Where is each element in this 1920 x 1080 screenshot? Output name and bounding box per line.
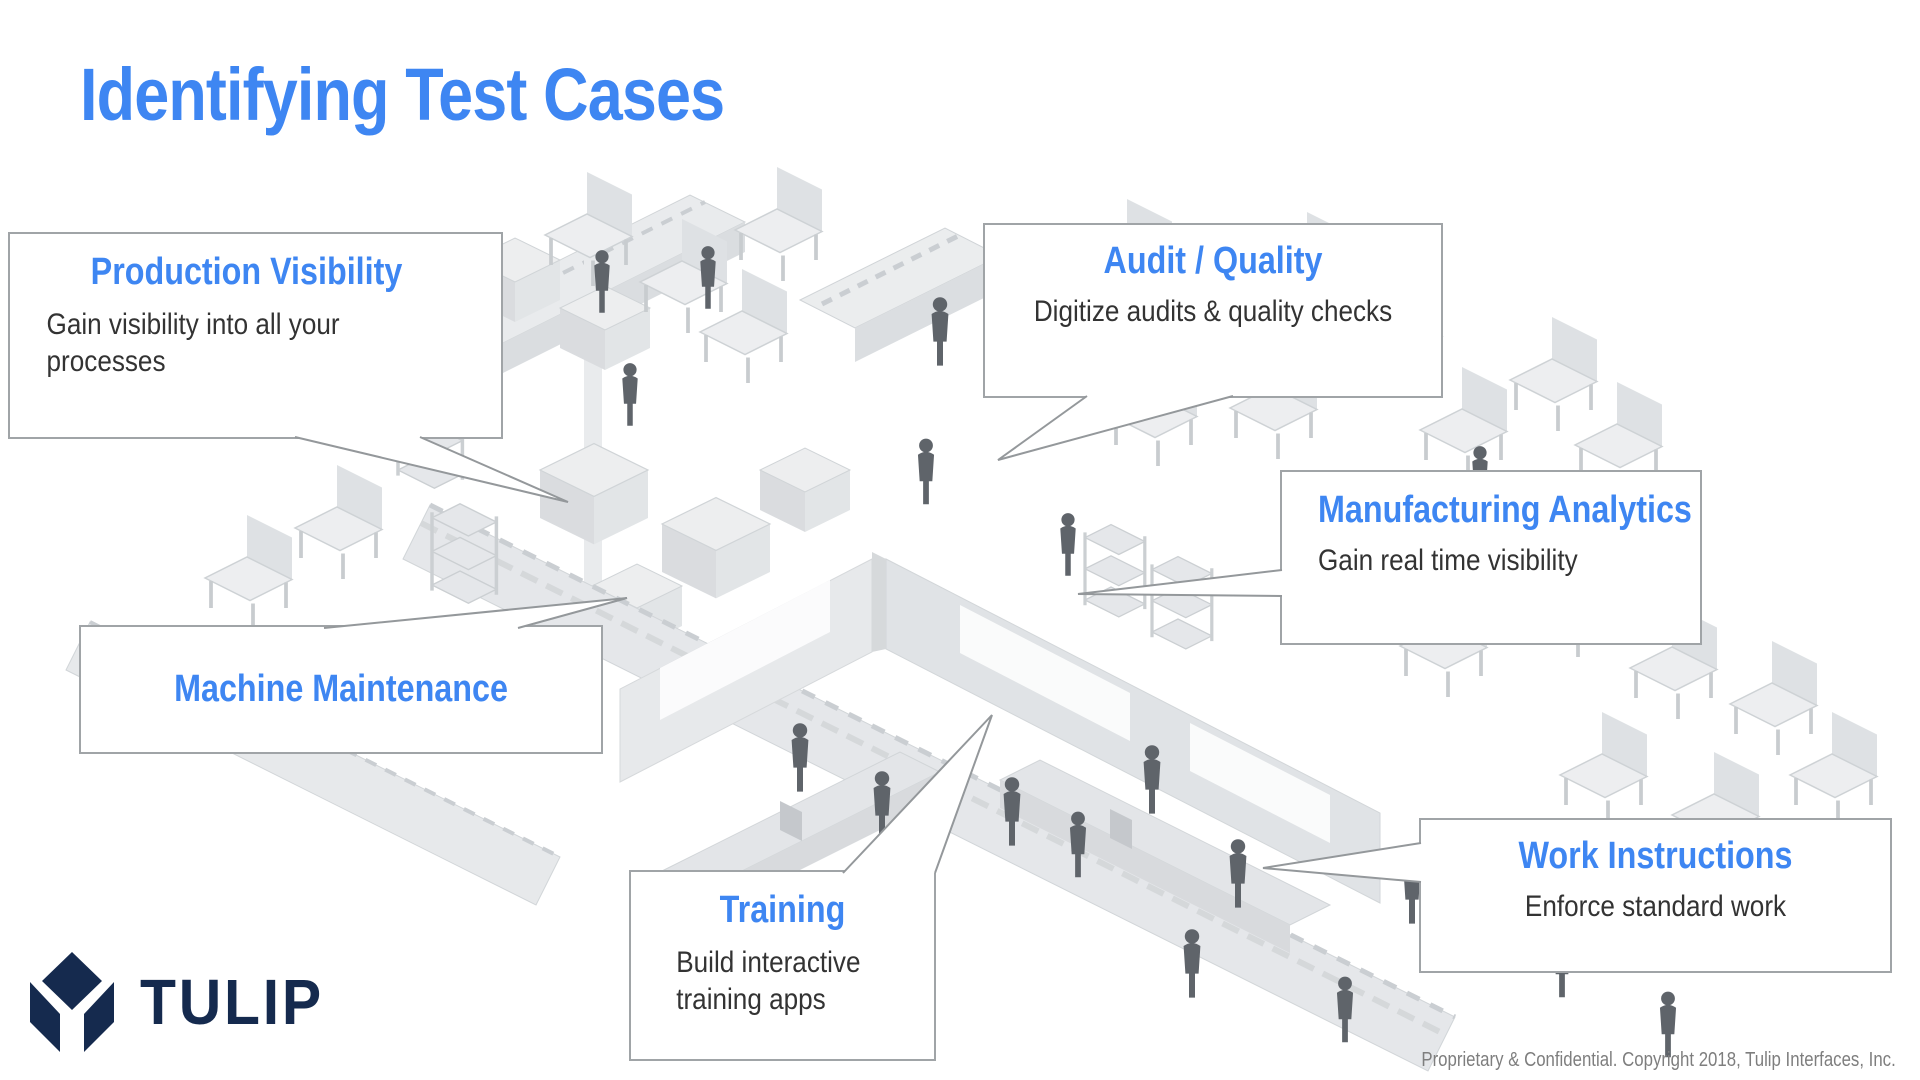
page-title: Identifying Test Cases (80, 53, 725, 136)
callout-title: Production Visibility (90, 251, 403, 293)
tulip-logo: TULIP (30, 950, 340, 1054)
callout-production-visibility: Production Visibility Gain visibility in… (8, 232, 503, 439)
callout-title: Manufacturing Analytics (1318, 489, 1692, 531)
callout-title: Work Instructions (1518, 835, 1793, 877)
callout-work-instructions: Work Instructions Enforce standard work (1419, 818, 1892, 973)
callout-body: Build interactive training apps (676, 945, 861, 1017)
callout-body: Digitize audits & quality checks (1033, 294, 1393, 328)
tulip-logo-mark-icon (30, 952, 114, 1052)
callout-title: Training (719, 889, 846, 931)
callout-manufacturing-analytics: Manufacturing Analytics Gain real time v… (1280, 470, 1702, 645)
segmented-machine-top (798, 227, 1002, 362)
tulip-logo-wordmark: TULIP (140, 966, 324, 1038)
center-walls (619, 552, 1381, 904)
callout-title: Audit / Quality (1103, 240, 1323, 282)
callout-body: Gain real time visibility (1318, 543, 1578, 577)
callout-machine-maintenance: Machine Maintenance (79, 625, 603, 754)
callout-training: Training Build interactive training apps (629, 870, 936, 1061)
footer-copyright: Proprietary & Confidential. Copyright 20… (1421, 1049, 1896, 1071)
callout-audit-quality: Audit / Quality Digitize audits & qualit… (983, 223, 1443, 398)
callout-body: Gain visibility into all your processes (46, 307, 340, 379)
callout-body: Enforce standard work (1524, 889, 1787, 923)
callout-title: Machine Maintenance (174, 667, 508, 710)
